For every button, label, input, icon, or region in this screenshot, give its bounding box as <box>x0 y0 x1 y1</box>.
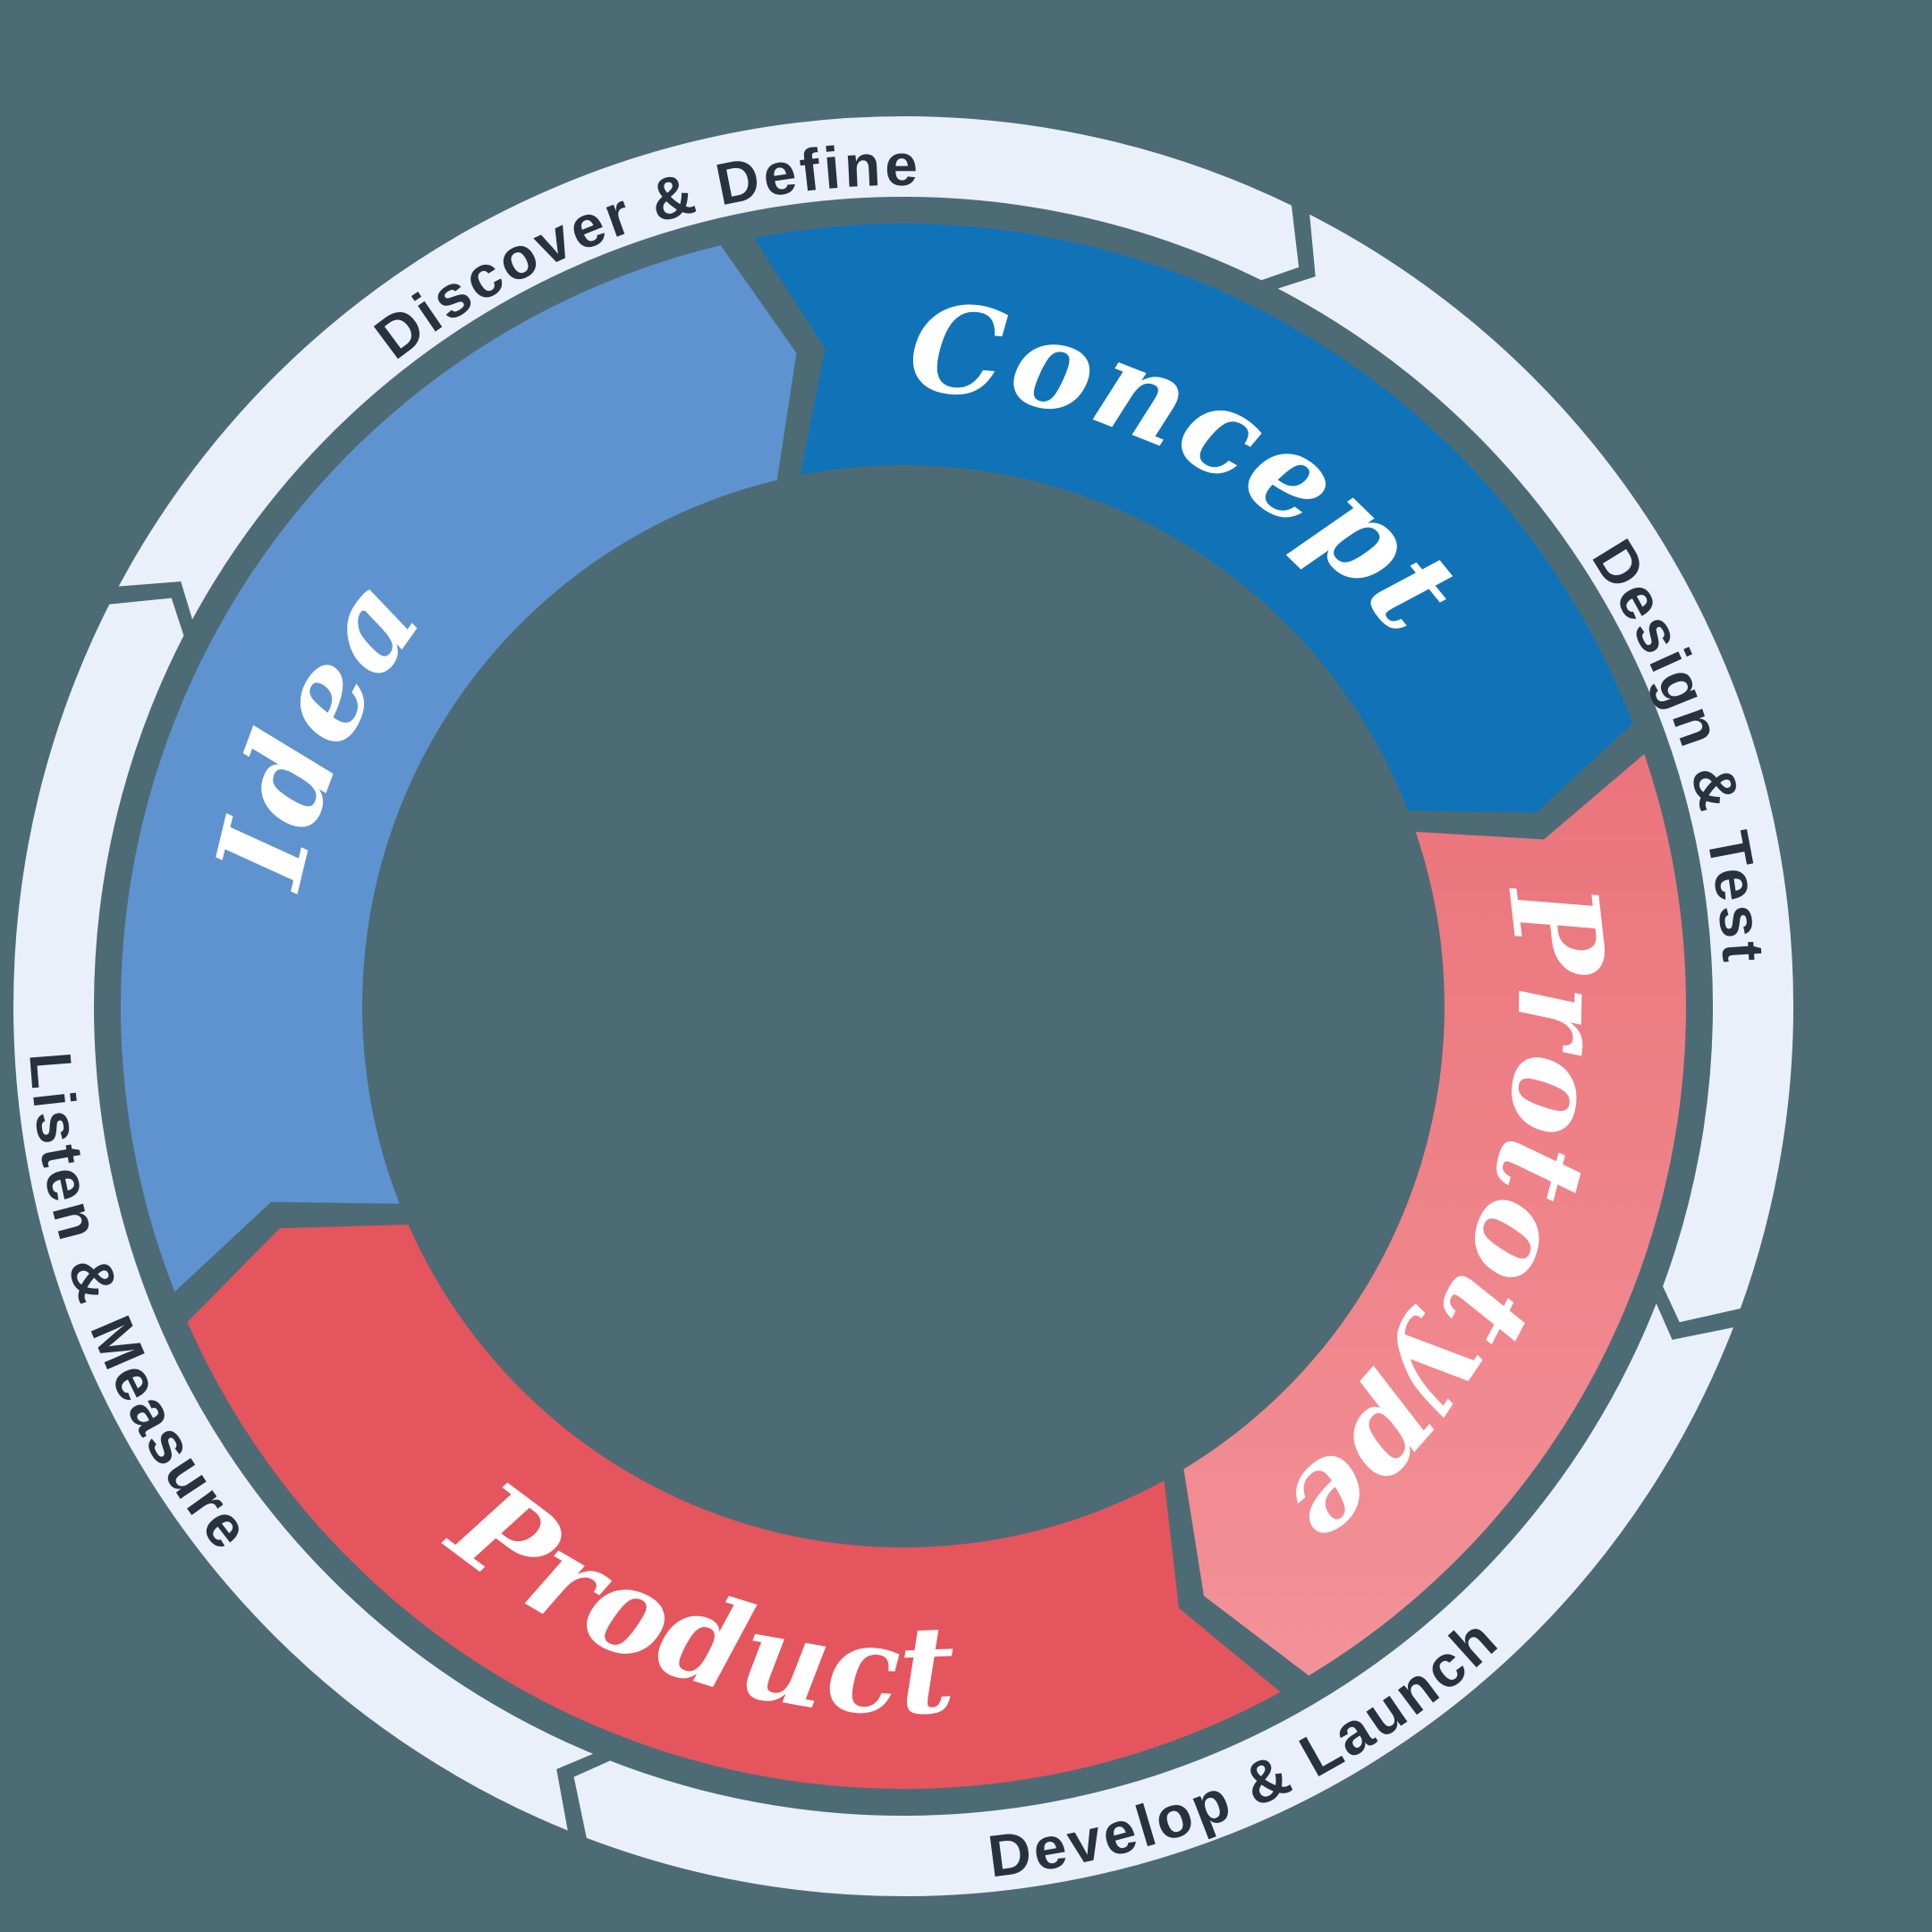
segment-prototype <box>1183 754 1686 1676</box>
ring-chevron-gap <box>94 581 198 653</box>
segment-concept <box>754 224 1633 813</box>
ring-chevron-gap <box>556 1747 627 1852</box>
outer-ring <box>13 116 1793 1896</box>
segment-idea <box>120 245 797 1292</box>
ring-chevron-gap <box>1648 1270 1755 1340</box>
ring-chevron-gap <box>1244 191 1316 294</box>
segment-product <box>187 1224 1281 1790</box>
